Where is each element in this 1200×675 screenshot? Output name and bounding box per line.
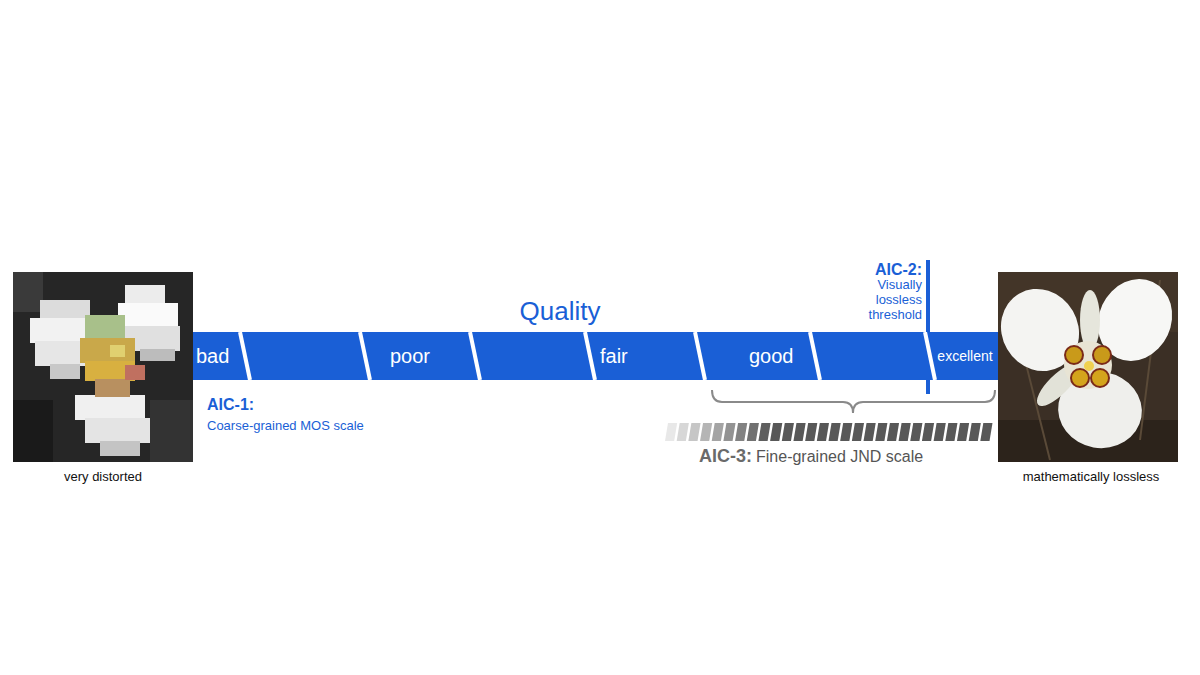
- aic-description: Coarse-grained MOS scale: [207, 418, 364, 433]
- jnd-tick: [665, 423, 677, 441]
- image-caption: very distorted: [64, 469, 142, 484]
- jnd-tick: [969, 423, 981, 441]
- jnd-tick: [887, 423, 899, 441]
- segment-label: bad: [196, 345, 229, 368]
- jnd-tick: [840, 423, 852, 441]
- jnd-tick: [922, 423, 934, 441]
- quality-bar: Qualitybadpoorfairgoodexcellent: [193, 332, 998, 380]
- jnd-tick: [805, 423, 817, 441]
- separator: [585, 332, 595, 380]
- jnd-tick: [700, 423, 712, 441]
- jnd-tick: [899, 423, 911, 441]
- jnd-tick: [980, 423, 992, 441]
- image-caption: mathematically lossless: [1023, 469, 1160, 484]
- quality-segment: excellent: [932, 332, 998, 380]
- quality-segment: fair: [590, 332, 700, 380]
- jnd-tick: [934, 423, 946, 441]
- jnd-tick: [758, 423, 770, 441]
- jnd-tick: [723, 423, 735, 441]
- jnd-tick: [945, 423, 957, 441]
- jnd-tick: [852, 423, 864, 441]
- separator: [360, 332, 370, 380]
- separator: [810, 332, 820, 380]
- jnd-tick: [677, 423, 689, 441]
- separator: [240, 332, 250, 380]
- aic-description: Visually lossless threshold: [858, 277, 922, 322]
- lossless-photo: [986, 267, 1185, 462]
- separator: [470, 332, 480, 380]
- jnd-tick: [747, 423, 759, 441]
- aic-label: AIC-1:: [207, 396, 254, 414]
- jnd-tick: [735, 423, 747, 441]
- aic-label: AIC-3:: [699, 446, 752, 467]
- aic-description: Fine-grained JND scale: [756, 448, 923, 466]
- segment-label: good: [749, 345, 794, 368]
- jnd-tick: [793, 423, 805, 441]
- jnd-scale-bar: [665, 423, 993, 441]
- jnd-tick: [875, 423, 887, 441]
- jnd-tick: [817, 423, 829, 441]
- jnd-tick: [910, 423, 922, 441]
- quality-segment: bad: [193, 332, 241, 380]
- jnd-tick: [957, 423, 969, 441]
- jnd-tick: [782, 423, 794, 441]
- separator: [695, 332, 705, 380]
- distorted-photo: [13, 272, 193, 462]
- bar-title: Quality: [520, 296, 601, 327]
- segment-separators: [193, 332, 998, 380]
- jnd-tick: [688, 423, 700, 441]
- jnd-tick: [864, 423, 876, 441]
- jnd-tick: [770, 423, 782, 441]
- jnd-tick: [829, 423, 841, 441]
- aic-label: AIC-2:: [842, 261, 922, 279]
- jnd-tick: [712, 423, 724, 441]
- quality-segment: good: [700, 332, 815, 380]
- segment-label: poor: [390, 345, 430, 368]
- segment-label: fair: [600, 345, 628, 368]
- bracket: [712, 390, 995, 413]
- quality-segment: poor: [365, 332, 475, 380]
- separator: [925, 332, 935, 380]
- segment-label: excellent: [937, 348, 992, 364]
